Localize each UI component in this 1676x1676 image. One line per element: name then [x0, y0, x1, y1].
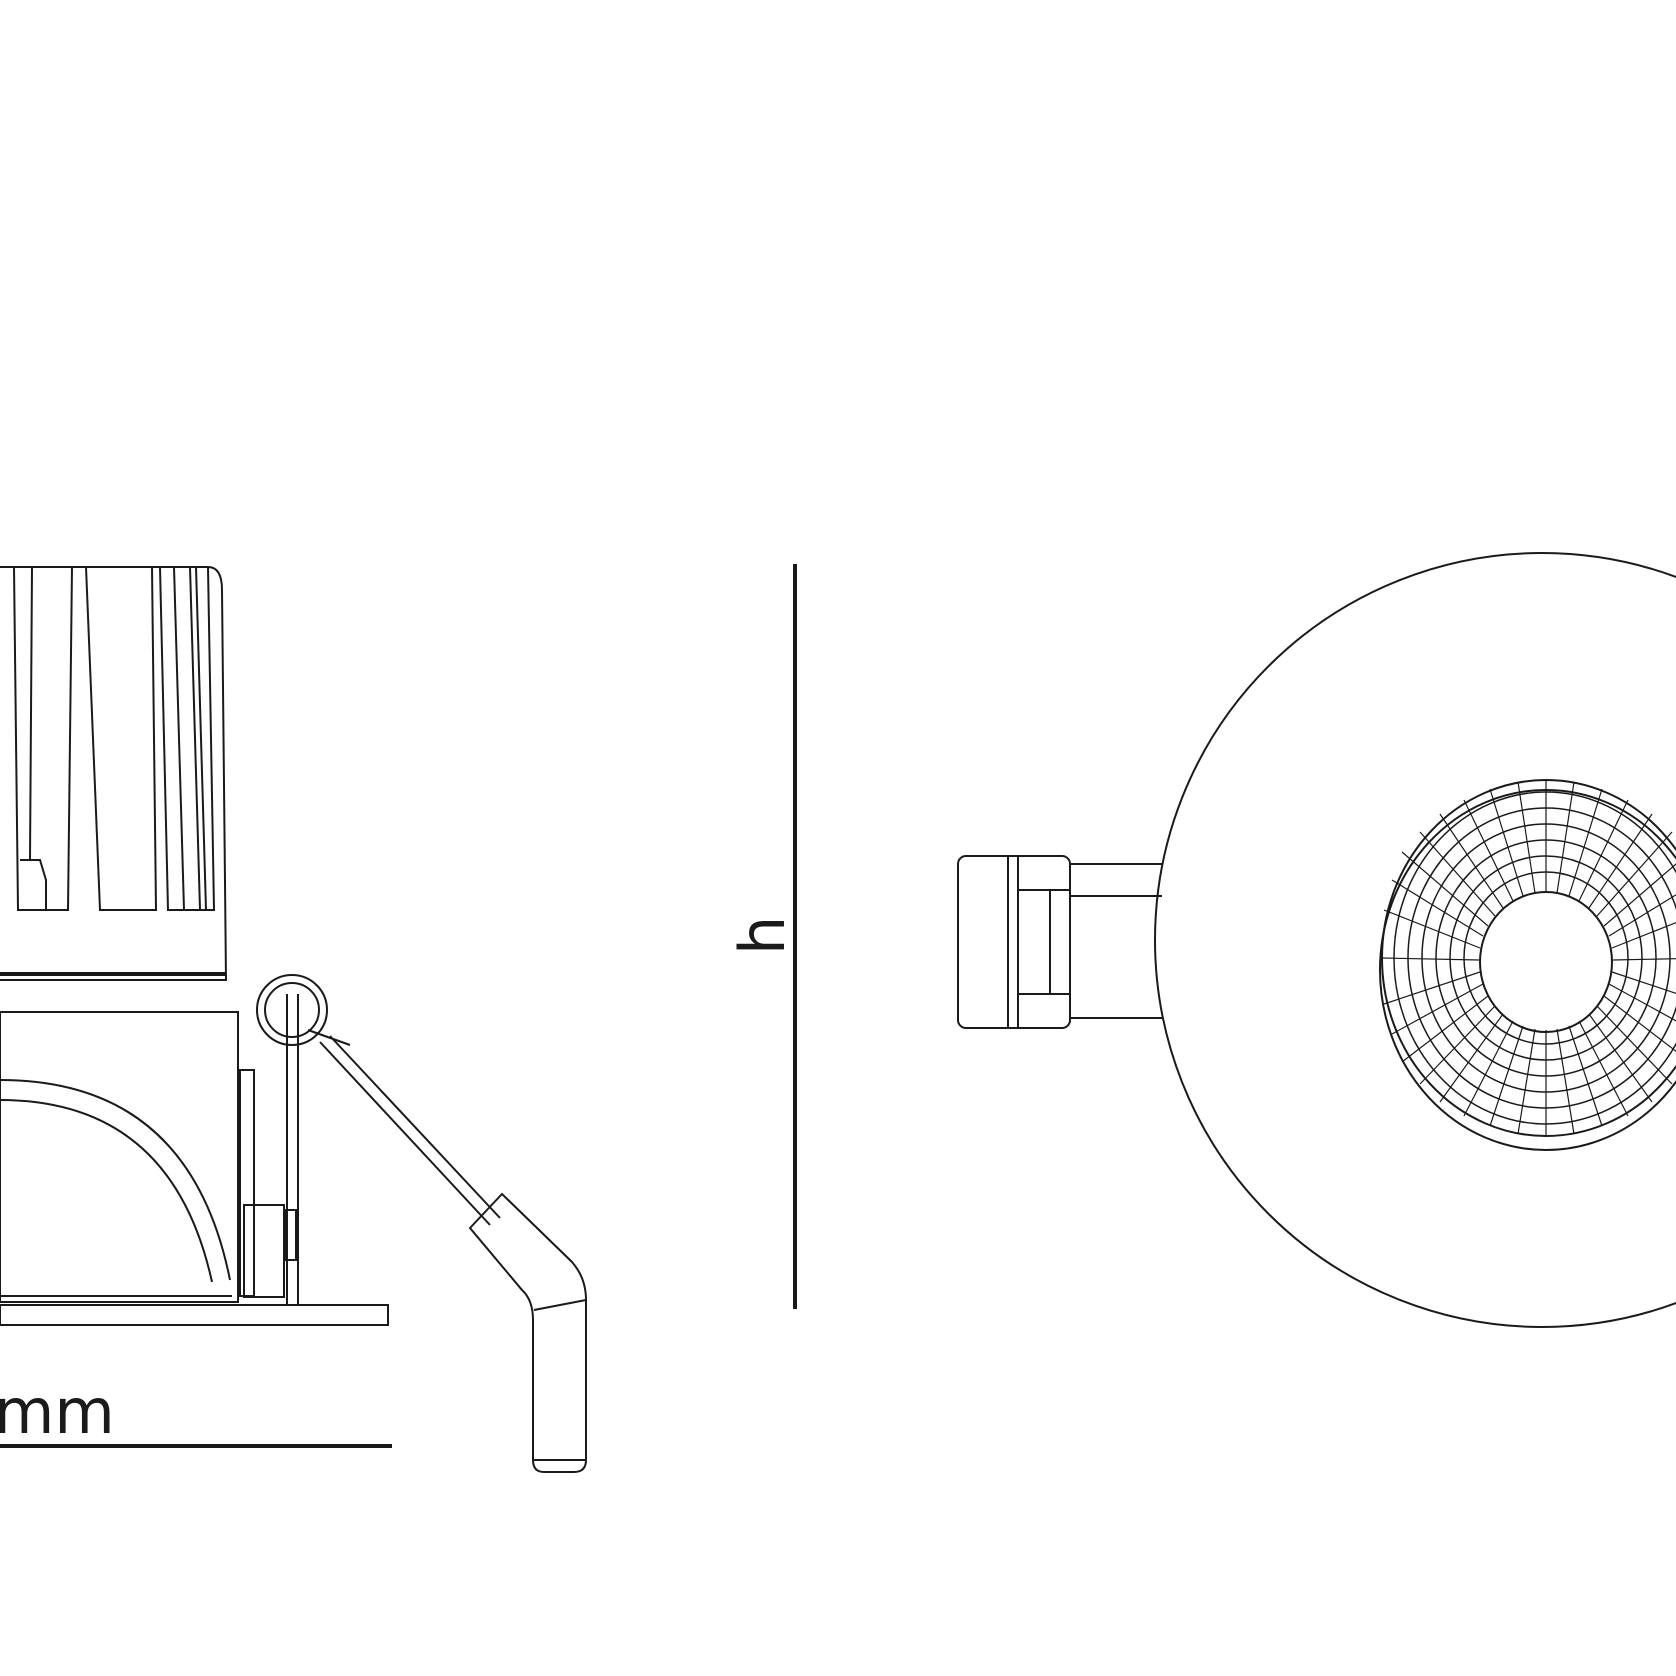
honeycomb-spokes [1381, 780, 1676, 1136]
heat-sink [0, 566, 228, 981]
side-view [0, 566, 587, 1473]
reflector-lens [1379, 779, 1676, 1151]
front-view [957, 552, 1676, 1328]
height-dimension-label: h [726, 916, 799, 955]
driver-connector [957, 855, 1162, 1029]
spring-clip [256, 974, 587, 1473]
lower-housing [0, 1011, 297, 1303]
trim-flange [0, 1304, 389, 1326]
width-dimension-label: mm [0, 1375, 115, 1448]
height-dimension: h [726, 564, 799, 1309]
trim-circle [1154, 552, 1676, 1328]
